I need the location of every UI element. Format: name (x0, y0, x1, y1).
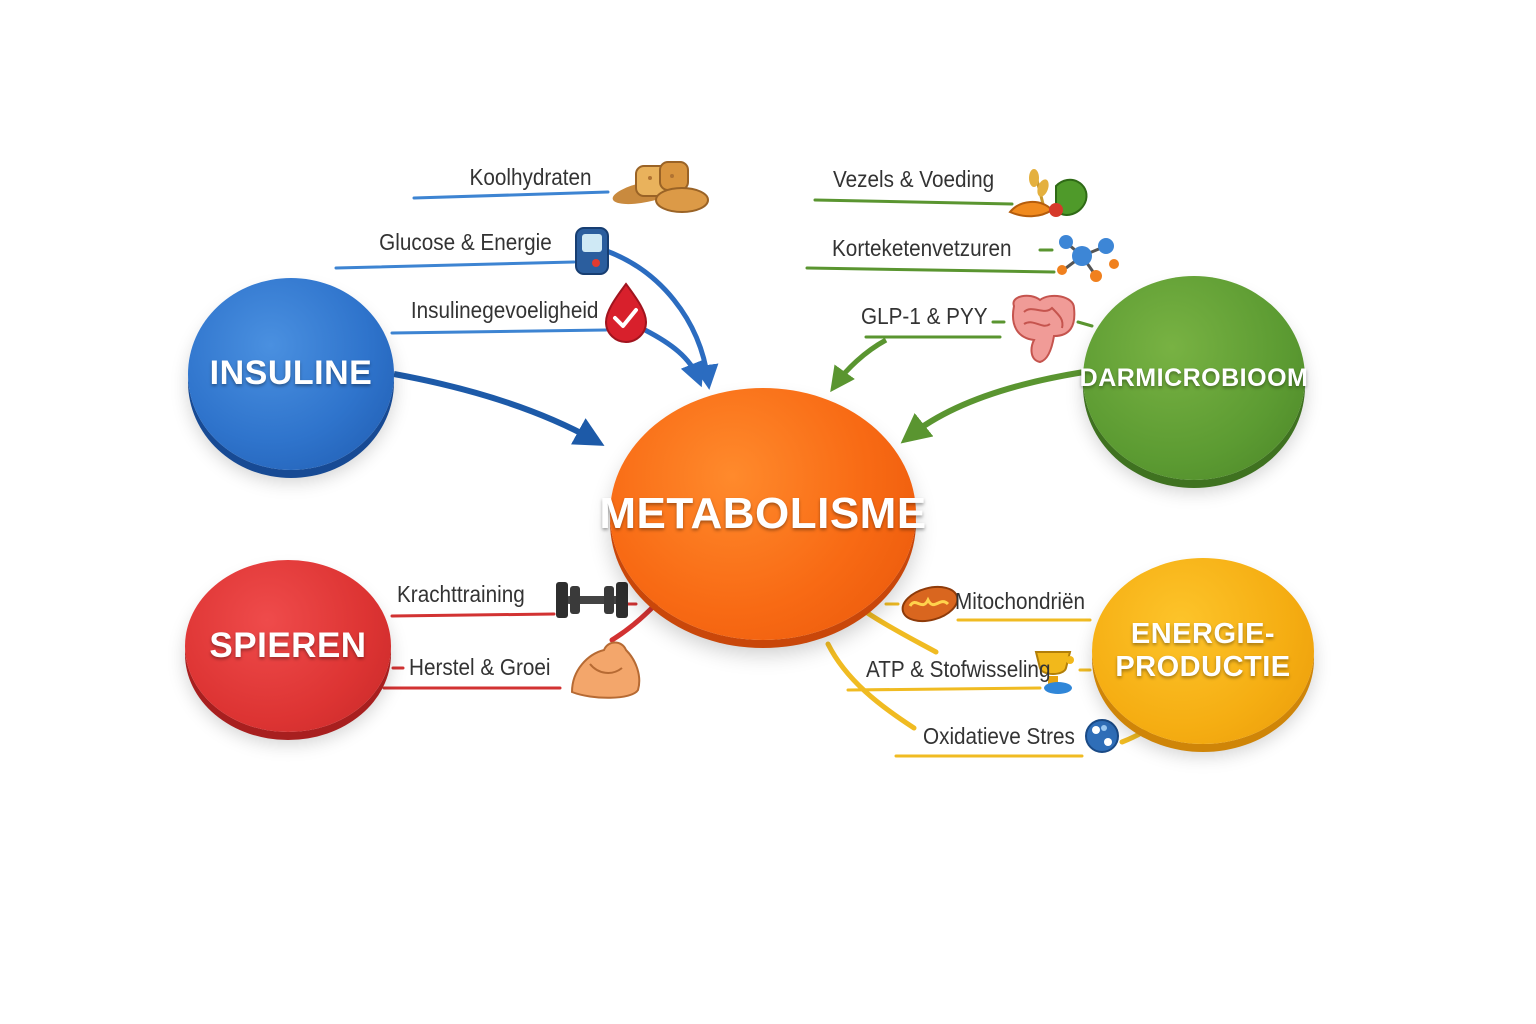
vegetables-grain-icon (1008, 169, 1088, 218)
glucose-meter-icon (575, 227, 609, 275)
insulinegevoeligheid-to-metabolisme-arrow (643, 327, 705, 388)
blood-drop-check-icon (604, 282, 648, 344)
bread-icon (612, 161, 709, 213)
insuline-node-label: INSULINE (209, 354, 373, 393)
glucose-label: Glucose & Energie (379, 229, 552, 255)
glucose-to-metabolisme-arrow (603, 247, 719, 390)
glucose-underline (334, 260, 576, 270)
darm-to-metabolisme-arrow (900, 369, 1085, 444)
flexed-arm-icon (570, 641, 641, 699)
energieproductie-node-label-line2: PRODUCTIE (1115, 651, 1291, 683)
metabolisme-node: METABOLISME (599, 388, 926, 640)
atp-trophy-icon (1034, 651, 1074, 694)
krachttraining-underline (390, 612, 556, 618)
glp-dash-right (1076, 320, 1094, 328)
glp-label: GLP-1 & PYY (861, 303, 988, 329)
korteketen-label: Korteketenvetzuren (832, 235, 1012, 261)
metabolisme-to-spieren-link (609, 601, 659, 643)
mitochondrion-icon (901, 585, 959, 623)
darmmicrobioom-node: DARMICROBIOOM (1080, 276, 1308, 480)
dumbbell-icon (556, 582, 628, 618)
insulinegevoeligheid-underline (390, 328, 608, 335)
energie-to-oxidatieve-link (1119, 727, 1149, 745)
glp-to-metabolisme-arrow (830, 337, 888, 393)
mitochondrien-label: Mitochondriën (955, 588, 1086, 614)
energieproductie-node-label-line1: ENERGIE- (1130, 617, 1276, 650)
darmmicrobioom-node-label: DARMICROBIOOM (1079, 363, 1309, 392)
atp-underline (846, 686, 1042, 692)
insuline-node: INSULINE (188, 278, 394, 470)
vezels-label: Vezels & Voeding (833, 166, 995, 192)
herstel-label: Herstel & Groei (409, 654, 551, 680)
atp-label: ATP & Stofwisseling (866, 656, 1051, 682)
intestine-icon (1012, 294, 1076, 364)
metabolisme-to-atp-link (863, 609, 939, 655)
oxidative-stress-icon (1085, 719, 1119, 753)
molecule-icon (1057, 235, 1119, 282)
spieren-node-label: SPIEREN (209, 625, 367, 665)
energieproductie-node: ENERGIE- PRODUCTIE (1092, 558, 1314, 744)
spieren-node: SPIEREN (185, 560, 391, 732)
insulinegevoeligheid-label: Insulinegevoeligheid (410, 297, 598, 323)
metabolisme-node-label: METABOLISME (599, 488, 927, 538)
korteketen-underline (805, 266, 1056, 274)
metabolisme-to-oxidatieve-link (825, 641, 917, 731)
oxidatieve-label: Oxidatieve Stres (923, 723, 1075, 749)
koolhydraten-underline (412, 190, 610, 200)
vezels-underline (813, 198, 1014, 206)
insuline-to-metabolisme-arrow (393, 371, 605, 446)
koolhydraten-label: Koolhydraten (470, 164, 592, 190)
krachttraining-label: Krachttraining (397, 581, 525, 607)
